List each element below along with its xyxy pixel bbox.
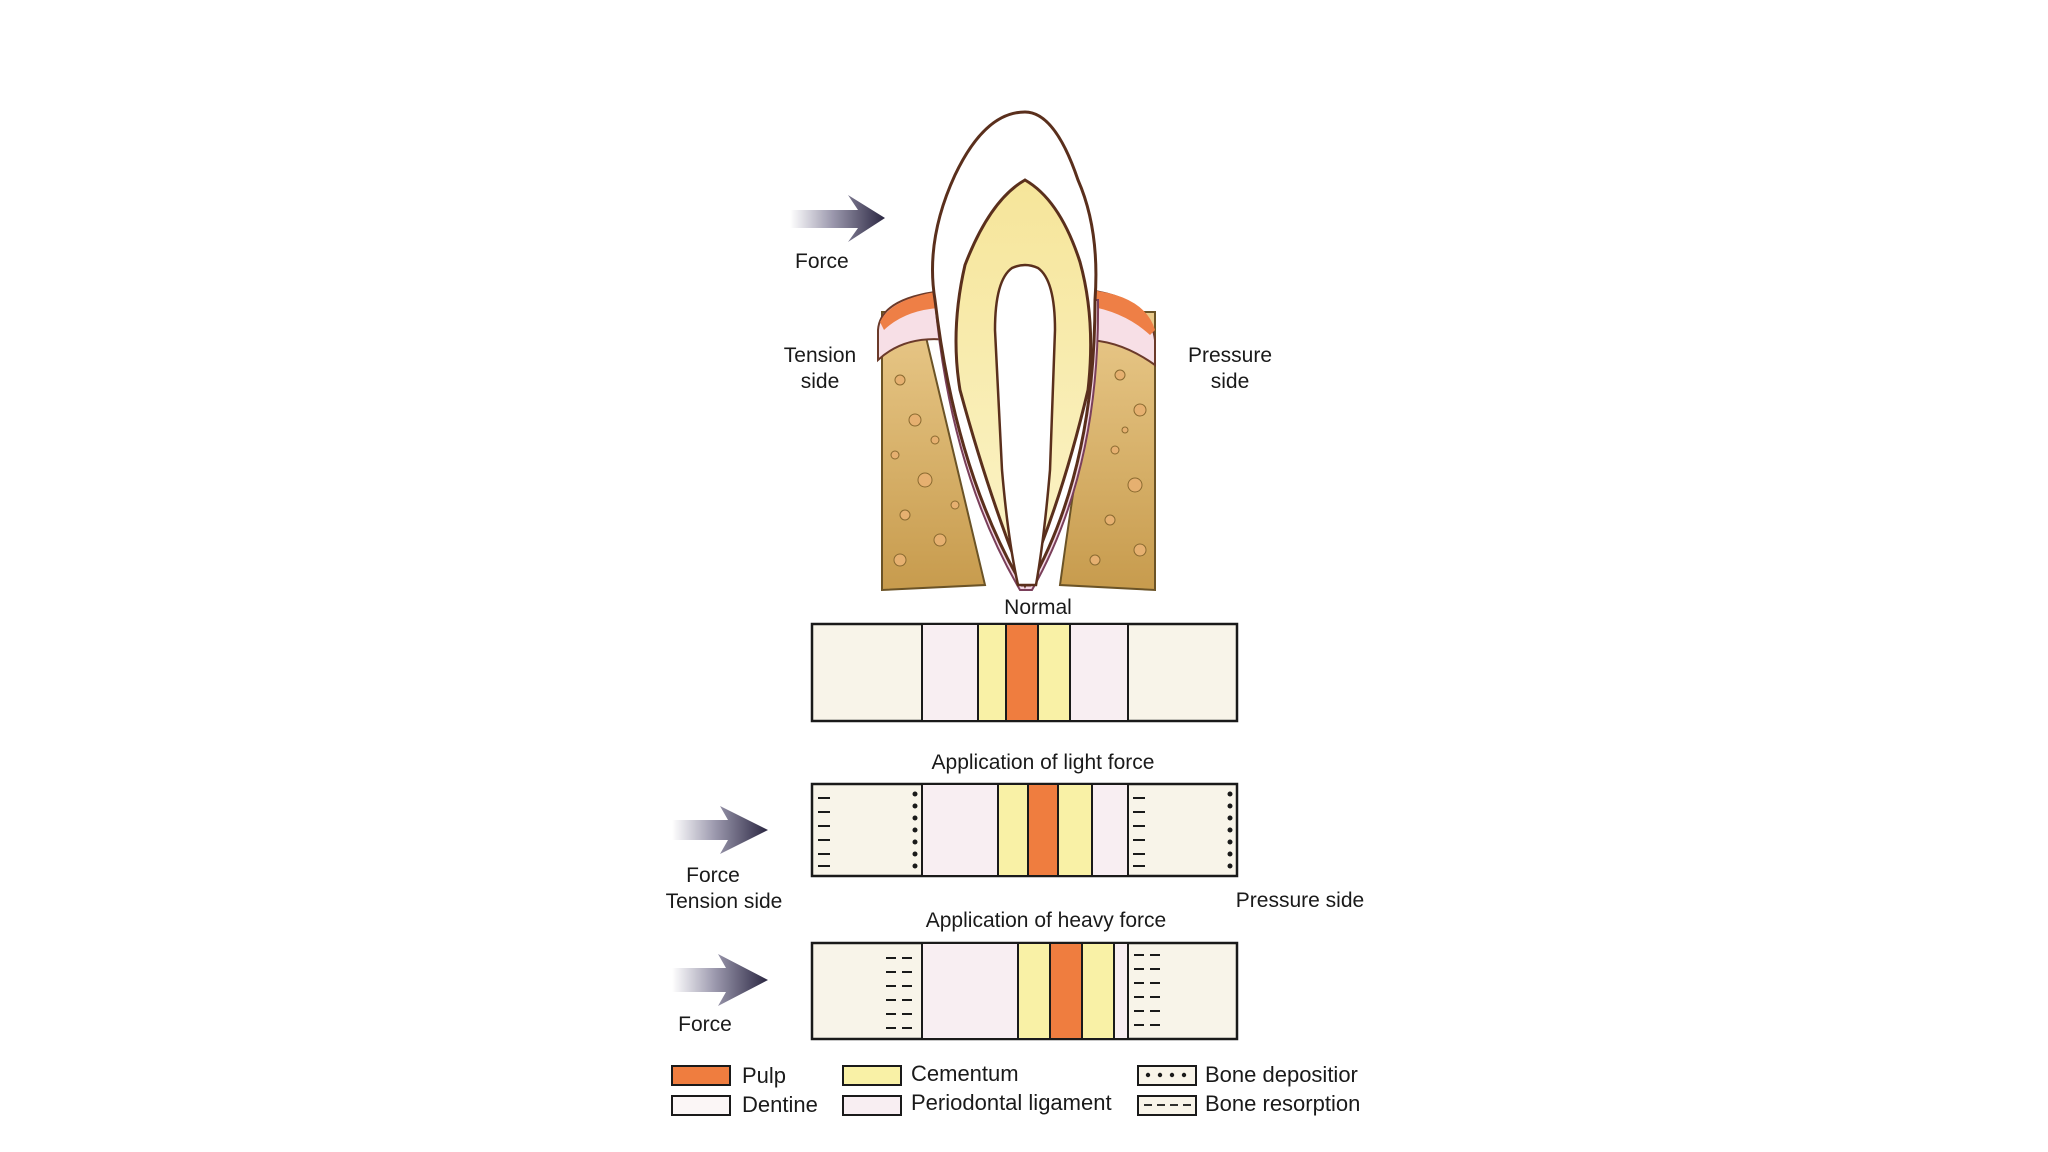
legend-cementum: Cementum bbox=[842, 1061, 1019, 1086]
panel-normal bbox=[810, 622, 1239, 723]
legend-periodontal-ligament-label: Periodontal ligament bbox=[911, 1090, 1112, 1115]
right-gingiva-edge bbox=[1088, 290, 1155, 335]
tooth-pulp-canal bbox=[993, 263, 1057, 587]
pressure-side-label-line1: Pressure bbox=[1188, 344, 1272, 367]
panel-light-title: Application of light force bbox=[932, 751, 1155, 774]
panel-heavy-title: Application of heavy force bbox=[926, 909, 1166, 932]
light-force-arrow bbox=[672, 806, 768, 854]
top-force-arrow bbox=[790, 195, 885, 242]
legend: Pulp Dentine Cementum Periodontal ligame… bbox=[671, 1061, 1360, 1117]
panel-normal-title: Normal bbox=[1004, 596, 1072, 619]
legend-cementum-label: Cementum bbox=[911, 1061, 1019, 1086]
heavy-force-arrow bbox=[672, 954, 768, 1006]
legend-bone-deposition: Bone depositior bbox=[1137, 1062, 1358, 1087]
tension-side-label-line1: Tension bbox=[784, 344, 856, 367]
panel-light-force bbox=[810, 782, 1239, 878]
light-force-label: Force bbox=[686, 864, 740, 887]
legend-dentine-label: Dentine bbox=[742, 1092, 818, 1117]
bone-texture bbox=[890, 369, 1147, 567]
light-tension-side-label: Tension side bbox=[666, 890, 783, 913]
legend-bone-resorption: Bone resorption bbox=[1137, 1091, 1360, 1116]
legend-bone-resorption-label: Bone resorption bbox=[1205, 1091, 1360, 1116]
tension-side-label-line2: side bbox=[801, 370, 840, 393]
pressure-side-label-line2: side bbox=[1211, 370, 1250, 393]
tooth-illustration bbox=[877, 110, 1156, 592]
legend-periodontal-ligament: Periodontal ligament bbox=[842, 1090, 1112, 1116]
light-pressure-side-label: Pressure side bbox=[1236, 889, 1364, 912]
panel-heavy-force bbox=[810, 941, 1239, 1041]
left-gingiva-edge bbox=[880, 292, 940, 330]
top-force-label: Force bbox=[795, 250, 849, 273]
legend-pulp: Pulp bbox=[671, 1063, 786, 1088]
legend-pulp-label: Pulp bbox=[742, 1063, 786, 1088]
heavy-force-label: Force bbox=[678, 1013, 732, 1036]
legend-bone-deposition-label: Bone depositior bbox=[1205, 1062, 1358, 1087]
legend-dentine: Dentine bbox=[671, 1092, 818, 1117]
